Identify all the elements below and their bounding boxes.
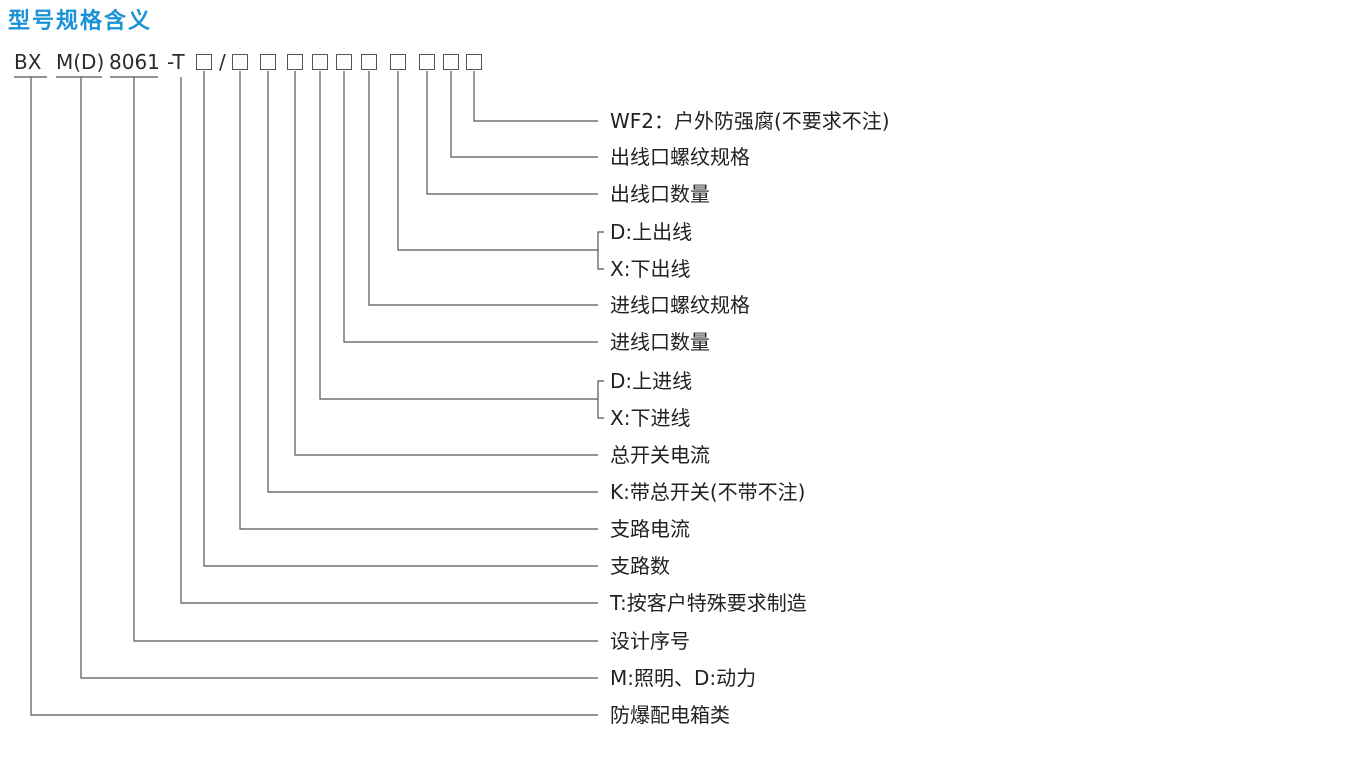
- code-box-main-current: [287, 54, 303, 70]
- code-box-inlet-count: [336, 54, 352, 70]
- leader-main-switch: [267, 71, 598, 493]
- leader-inlet-count: [343, 71, 598, 343]
- leader-outlet-thread: [450, 71, 598, 158]
- desc-bx-meaning: 防爆配电箱类: [610, 703, 730, 727]
- code-box-branch-current: [232, 54, 248, 70]
- leader-branch-current: [239, 71, 598, 530]
- leader-t: [180, 77, 598, 604]
- leader-inlet-thread: [368, 71, 598, 306]
- desc-inlet-bottom: X:下进线: [610, 406, 691, 430]
- desc-outlet-top: D:上出线: [610, 220, 693, 244]
- desc-design-serial: 设计序号: [610, 629, 690, 653]
- code-box-outlet-thread: [443, 54, 459, 70]
- leader-md: [80, 77, 598, 679]
- desc-inlet-count: 进线口数量: [610, 330, 710, 354]
- model-series: 8061: [109, 50, 160, 74]
- desc-main-switch: K:带总开关(不带不注): [610, 480, 806, 504]
- model-prefix-bx: BX: [14, 50, 42, 74]
- code-box-outlet-position: [390, 54, 406, 70]
- leader-wf2: [473, 71, 598, 122]
- model-slash: /: [219, 50, 226, 74]
- leader-branch-count: [203, 71, 598, 567]
- desc-md-meaning: M:照明、D:动力: [610, 666, 757, 690]
- desc-outlet-bottom: X:下出线: [610, 257, 691, 281]
- leader-series: [133, 77, 598, 642]
- bracket-outlet: [597, 231, 604, 270]
- bracket-inlet: [597, 380, 604, 419]
- code-box-wf2: [466, 54, 482, 70]
- desc-outlet-thread: 出线口螺纹规格: [610, 145, 750, 169]
- leader-bx: [30, 77, 598, 716]
- code-box-inlet-thread: [361, 54, 377, 70]
- desc-special-order: T:按客户特殊要求制造: [610, 591, 807, 615]
- code-box-outlet-count: [419, 54, 435, 70]
- desc-inlet-top: D:上进线: [610, 369, 693, 393]
- leader-outlet-position: [397, 71, 598, 251]
- leader-outlet-count: [426, 71, 598, 195]
- leader-inlet-position: [319, 71, 598, 400]
- leader-main-current: [294, 71, 598, 456]
- model-type-md: M(D): [56, 50, 105, 74]
- code-box-branch-count: [196, 54, 212, 70]
- desc-wf2: WF2：户外防强腐(不要求不注): [610, 109, 890, 133]
- desc-branch-count: 支路数: [610, 554, 670, 578]
- desc-outlet-count: 出线口数量: [610, 182, 710, 206]
- desc-branch-current: 支路电流: [610, 517, 690, 541]
- model-special-t: -T: [167, 50, 185, 74]
- code-box-main-switch: [260, 54, 276, 70]
- desc-main-current: 总开关电流: [610, 443, 710, 467]
- page-title: 型号规格含义: [8, 9, 153, 34]
- code-box-inlet-position: [312, 54, 328, 70]
- desc-inlet-thread: 进线口螺纹规格: [610, 293, 750, 317]
